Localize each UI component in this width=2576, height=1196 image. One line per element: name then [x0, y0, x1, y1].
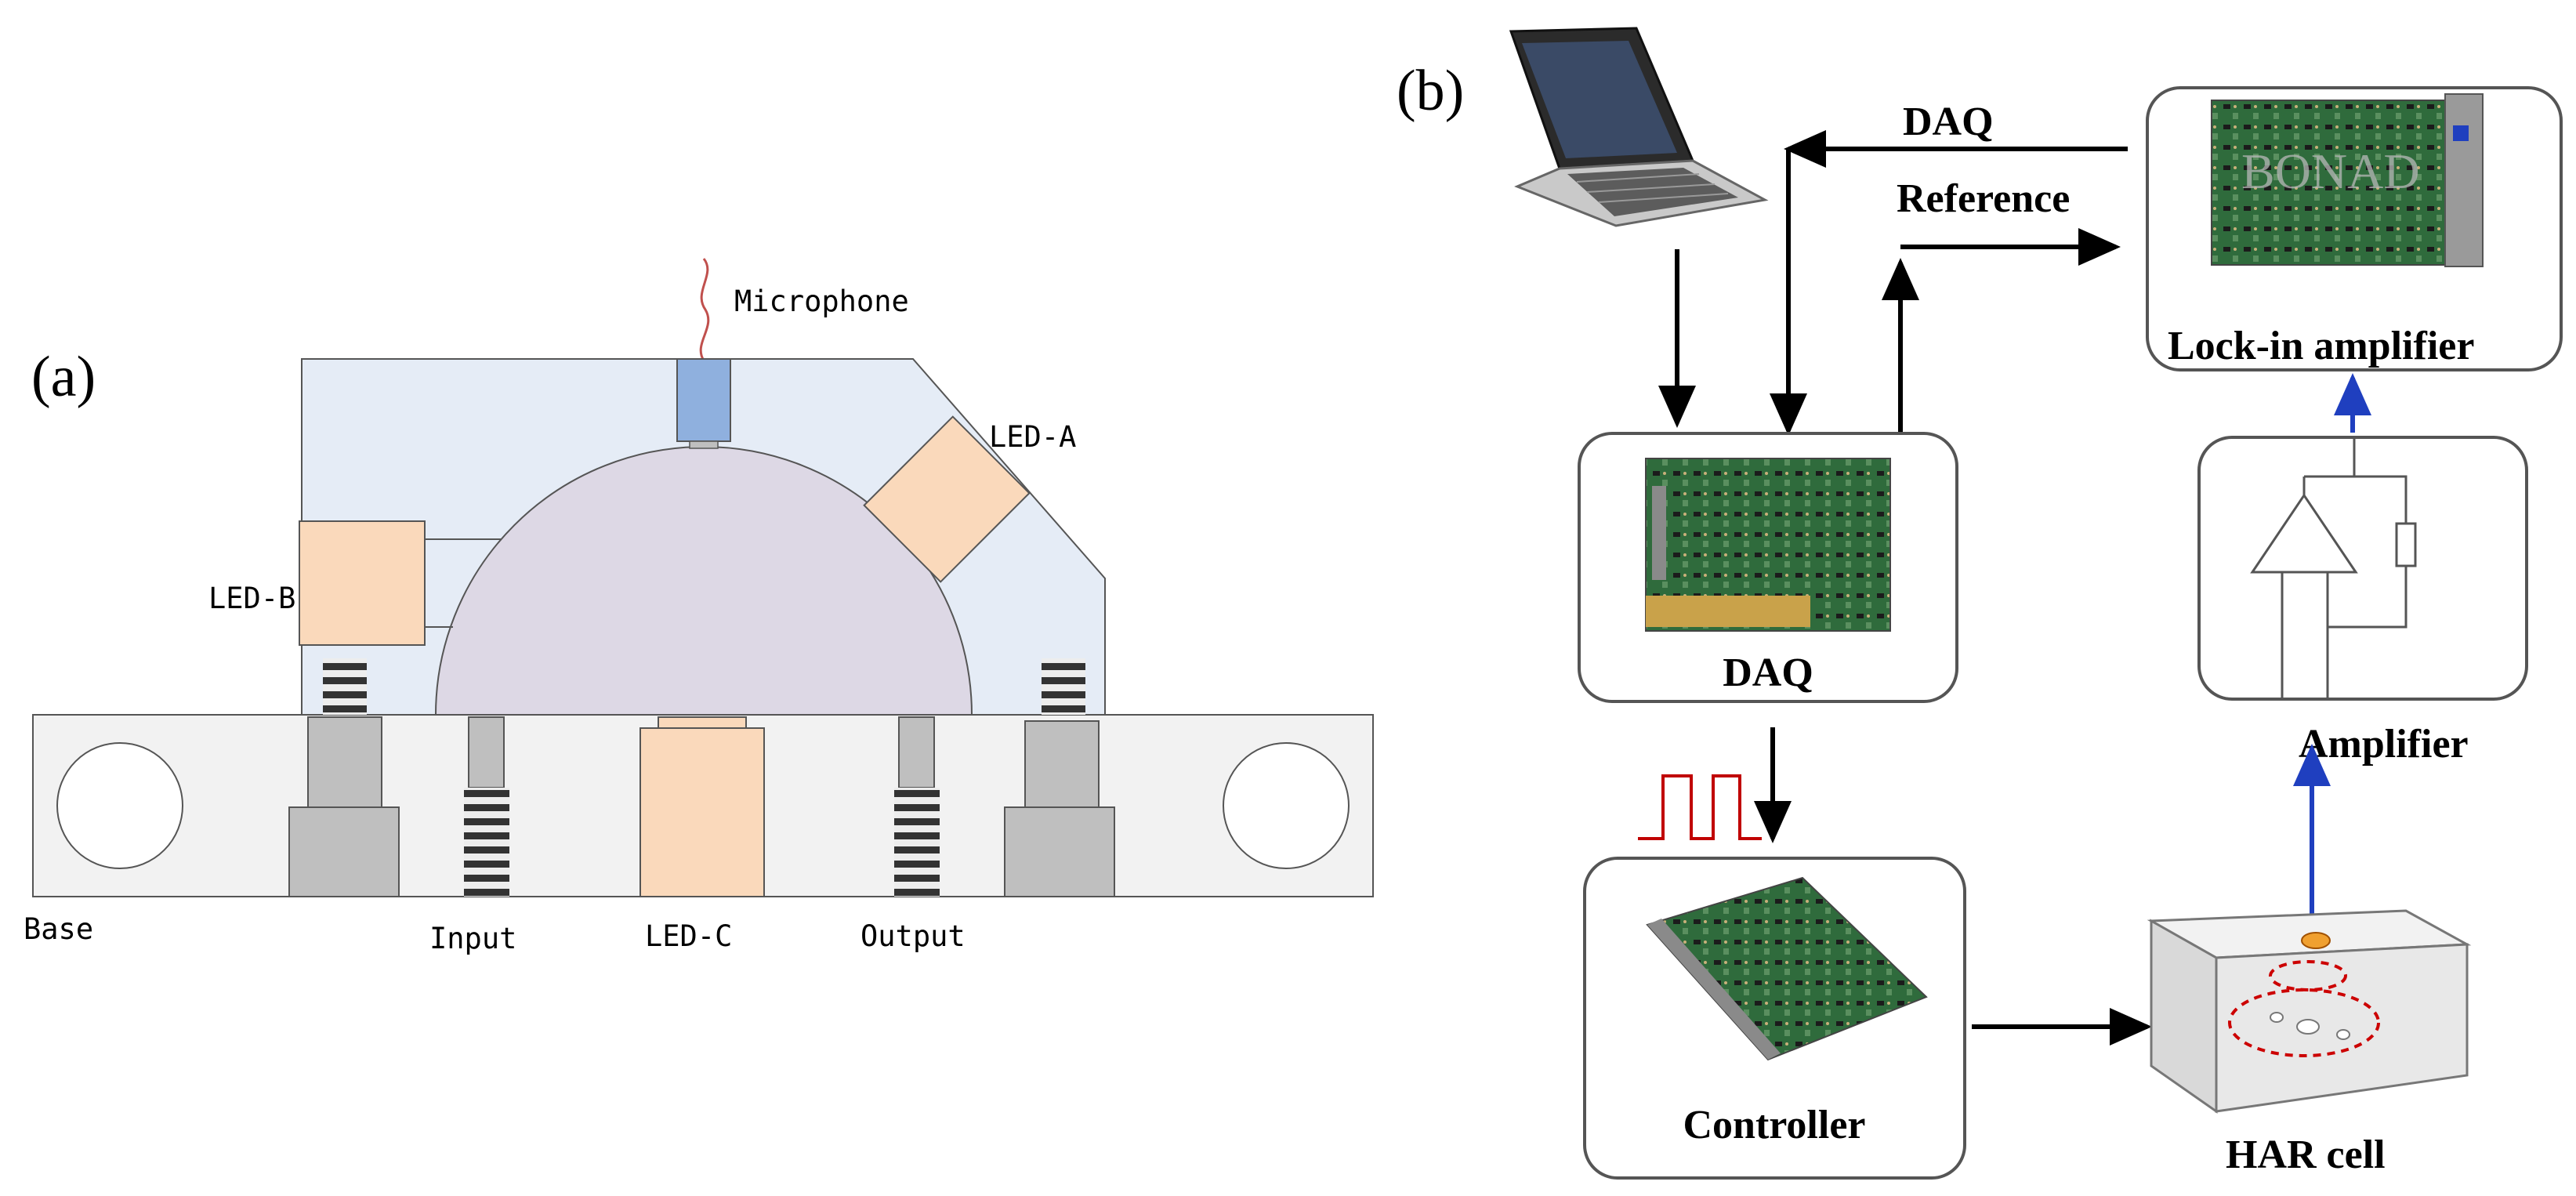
har-cell-label: HAR cell — [2226, 1133, 2386, 1177]
left-fitting-thread — [323, 658, 367, 715]
output-label: Output — [860, 919, 966, 953]
panel-a-label: (a) — [31, 345, 96, 409]
led-c-label: LED-C — [645, 919, 732, 953]
input-port-stem — [468, 716, 505, 788]
daq-card-image — [1645, 458, 1891, 632]
input-port-thread — [464, 788, 509, 897]
base-label: Base — [24, 912, 93, 946]
laptop-icon — [1509, 27, 1769, 227]
panel-a: (a) Microphone LED-A LED-B LED-C — [24, 258, 1374, 955]
lockin-board-image: BONAD — [2211, 93, 2484, 267]
amplifier-symbol — [2250, 437, 2417, 699]
input-label: Input — [429, 922, 516, 955]
right-fitting-body — [1004, 806, 1115, 897]
microphone-tip — [689, 440, 719, 449]
pulse-signal-icon — [1638, 774, 1762, 840]
left-fitting-body — [288, 806, 400, 897]
har-cell-image — [2147, 909, 2472, 1114]
output-port-stem — [898, 716, 935, 788]
led-c — [639, 727, 765, 897]
controller-board-image — [1646, 876, 1928, 1061]
led-b — [299, 520, 426, 646]
led-b-label: LED-B — [208, 582, 295, 615]
led-c-cap — [658, 716, 747, 729]
microphone-wire — [699, 258, 710, 361]
base-hole-left — [56, 742, 183, 869]
output-port-thread — [894, 788, 940, 897]
daq-box-label: DAQ — [1723, 651, 1813, 695]
left-fitting-neck — [307, 716, 382, 808]
daq-arrow-label: DAQ — [1903, 100, 1994, 144]
reference-label: Reference — [1897, 176, 2070, 221]
amplifier-label: Amplifier — [2299, 722, 2469, 767]
panel-b: (b) DAQ Reference BONAD Lock-in amplifie… — [1397, 27, 2563, 1180]
microphone-label: Microphone — [734, 285, 909, 318]
right-fitting-neck — [1024, 720, 1100, 808]
microphone — [676, 358, 731, 442]
lockin-label: Lock-in amplifier — [2168, 324, 2474, 368]
led-a — [863, 415, 1031, 583]
led-a-label: LED-A — [989, 420, 1076, 454]
board-watermark: BONAD — [2241, 143, 2420, 199]
base-hole-right — [1223, 742, 1350, 869]
controller-label: Controller — [1683, 1103, 1866, 1147]
panel-b-label: (b) — [1397, 59, 1464, 123]
right-fitting-thread — [1042, 658, 1085, 715]
